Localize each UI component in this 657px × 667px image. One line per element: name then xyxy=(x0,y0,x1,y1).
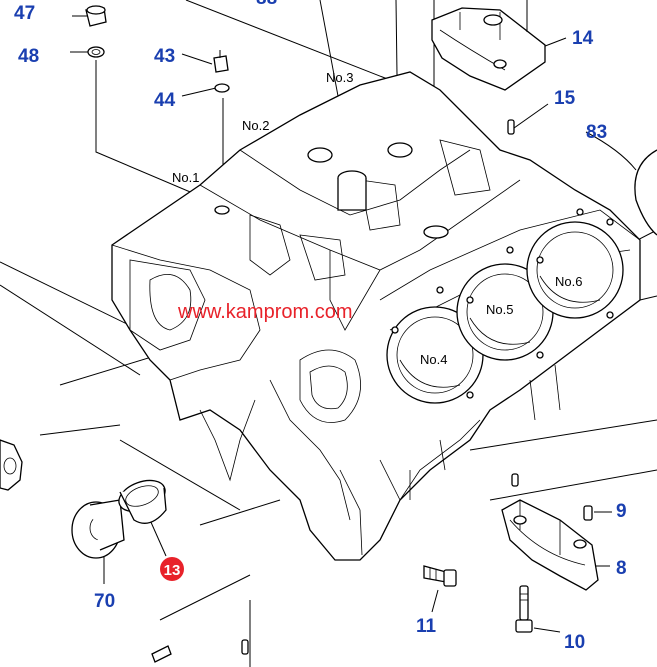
callout-13-highlight: 13 xyxy=(160,557,184,581)
callout-numbers: 88 47 48 43 44 14 15 83 9 8 10 11 70 13 xyxy=(14,0,627,653)
cylinder-bores xyxy=(386,208,624,404)
callout-15: 15 xyxy=(554,88,576,109)
plug-part-43 xyxy=(213,50,229,73)
side-bracket xyxy=(0,439,23,491)
callout-88: 88 xyxy=(256,0,277,9)
cylinder-label-no5: No.5 xyxy=(486,302,513,317)
thrust-washer-part-70 xyxy=(71,499,125,559)
cylinder-label-no1: No.1 xyxy=(172,170,199,185)
cap-bolt-part-10 xyxy=(515,585,533,633)
bushing-part-13 xyxy=(118,479,167,524)
dowel-part-9 xyxy=(511,473,593,521)
o-ring-part-83 xyxy=(634,149,657,236)
cylinder-label-no2: No.2 xyxy=(242,118,269,133)
watermark: www.kamprom.com xyxy=(177,301,352,323)
bore-no6 xyxy=(526,221,624,319)
callout-11: 11 xyxy=(416,616,437,637)
side-bolt-part-11 xyxy=(423,565,457,587)
cylinder-label-no6: No.6 xyxy=(555,274,582,289)
callout-70: 70 xyxy=(94,591,115,612)
callout-10: 10 xyxy=(564,632,585,653)
small-pin xyxy=(151,639,249,663)
cylinder-labels: No.1 No.2 No.3 No.4 No.5 No.6 xyxy=(172,70,582,367)
dowel-pin-part-15 xyxy=(507,119,515,135)
plug-part-47 xyxy=(85,5,107,27)
gasket-part-44 xyxy=(214,83,230,93)
callout-47: 47 xyxy=(14,3,35,24)
cylinder-label-no4: No.4 xyxy=(420,352,447,367)
callout-44: 44 xyxy=(154,90,176,111)
callout-83: 83 xyxy=(586,122,607,143)
callout-9: 9 xyxy=(616,501,627,522)
callout-14: 14 xyxy=(572,28,594,49)
callout-43: 43 xyxy=(154,46,175,67)
callout-8: 8 xyxy=(616,558,627,579)
callout-13: 13 xyxy=(164,562,181,579)
bore-no4 xyxy=(386,306,484,404)
main-bearing-cap-part-8 xyxy=(501,499,599,591)
callout-48: 48 xyxy=(18,46,39,67)
cylinder-label-no3: No.3 xyxy=(326,70,353,85)
gasket-part-48 xyxy=(87,46,105,58)
main-bearing-cap-part-14 xyxy=(431,0,546,91)
bore-no5 xyxy=(456,263,554,361)
